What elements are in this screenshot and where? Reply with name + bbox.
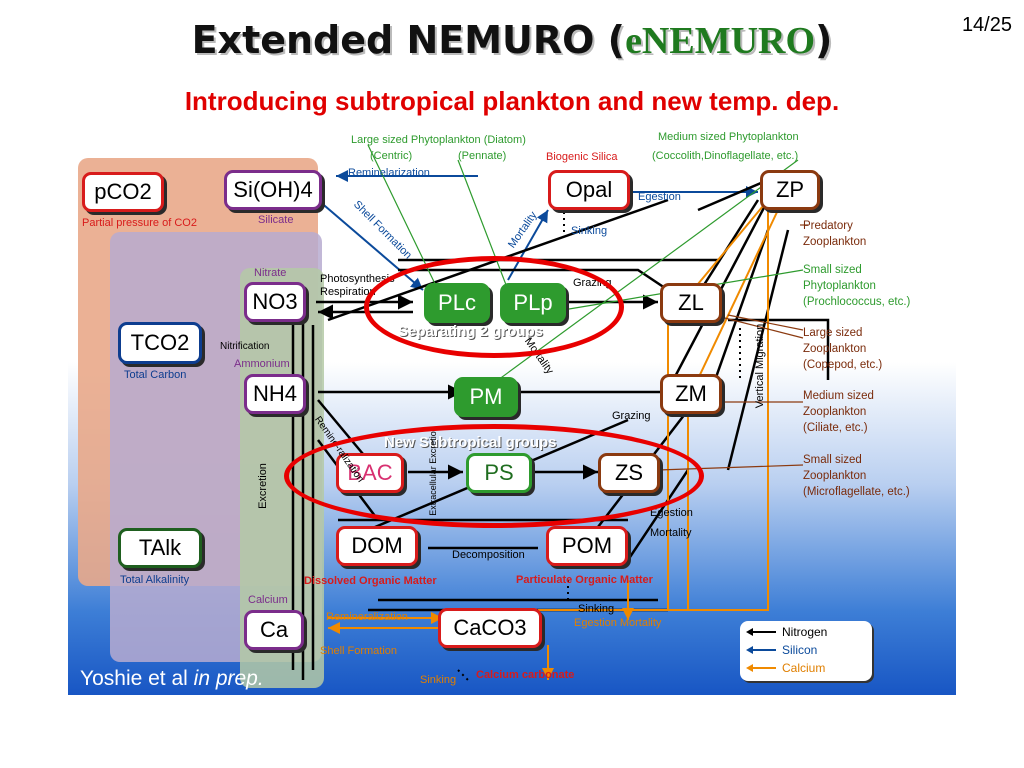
- label-pennate: (Pennate): [458, 150, 507, 162]
- credit-italic: in prep.: [193, 667, 264, 690]
- label-excretion: Excretion: [256, 463, 269, 509]
- highlight-ellipse-subtropical: [284, 424, 704, 528]
- desc-large-zoo-line-2: Zooplankton: [803, 343, 867, 355]
- desc-small-phyto-line-2: Phytoplankton: [803, 280, 876, 292]
- label-photosynthesis: Photosynthesis: [320, 273, 395, 285]
- node-nh4: NH4: [244, 374, 306, 414]
- node-no3: NO3: [244, 282, 306, 322]
- node-pom: POM: [546, 526, 628, 566]
- label-silicate: Silicate: [258, 214, 294, 226]
- label-sinking-pom: Sinking: [578, 603, 615, 615]
- label-biogenic-silica: Biogenic Silica: [546, 151, 618, 163]
- arrow-left-icon: [746, 646, 776, 654]
- arrow-left-icon: [746, 628, 776, 636]
- ecosystem-diagram: pCO2 Partial pressure of CO2 Si(OH)4 Sil…: [68, 131, 956, 695]
- title-prefix: Extended NEMURO (: [191, 18, 626, 62]
- label-egestion: Egestion: [638, 191, 681, 203]
- label-large-phyto: Large sized Phytoplankton (Diatom): [351, 134, 526, 146]
- node-ca: Ca: [244, 610, 304, 650]
- desc-medium-zoo: Medium sized Zooplankton (Ciliate, etc.): [803, 388, 874, 436]
- desc-small-zoo-line-3: (Microflagellate, etc.): [803, 486, 910, 498]
- label-egestion-zs: Egestion: [650, 507, 693, 519]
- node-zl: ZL: [660, 283, 722, 323]
- desc-small-phyto-line-3: (Prochlococcus, etc.): [803, 296, 911, 308]
- label-grazing-mid: Grazing: [612, 410, 651, 422]
- title-suffix: ): [815, 18, 833, 62]
- legend-item-calcium: Calcium: [746, 661, 825, 675]
- legend-label: Silicon: [782, 643, 818, 657]
- desc-predatory-line-2: Zooplankton: [803, 236, 867, 248]
- desc-small-zoo-line-1: Small sized: [803, 454, 862, 466]
- label-total-alkalinity: Total Alkalinity: [120, 574, 190, 586]
- label-partial-pressure: Partial pressure of CO2: [82, 217, 197, 229]
- credit: Yoshie et al in prep.: [80, 667, 264, 691]
- desc-predatory-line-1: Predatory: [803, 220, 853, 232]
- label-vertical-migration: Vertical Migration: [754, 323, 767, 409]
- label-respiration: Respiration: [320, 286, 376, 298]
- desc-medium-zoo-line-1: Medium sized: [803, 390, 874, 402]
- label-mortality-zs: Mortality: [650, 527, 692, 539]
- label-shell-formation-ca: Shell Formation: [320, 645, 398, 657]
- label-egestion-mortality: Egestion Mortality: [574, 617, 662, 629]
- slide-title: Extended NEMURO (eNEMURO): [0, 18, 1024, 63]
- desc-predatory: Predatory Zooplankton: [803, 218, 866, 250]
- node-opal: Opal: [548, 170, 630, 210]
- arrow-left-icon: [746, 664, 776, 672]
- label-total-carbon: Total Carbon: [124, 369, 187, 381]
- node-zp: ZP: [760, 170, 820, 210]
- legend-item-silicon: Silicon: [746, 643, 817, 657]
- desc-medium-zoo-line-2: Zooplankton: [803, 406, 867, 418]
- legend-label: Calcium: [782, 661, 826, 675]
- label-nitrification: Nitrification: [220, 341, 270, 352]
- page-number: 14/25: [961, 14, 1012, 36]
- legend: Nitrogen Silicon Calcium: [740, 621, 872, 681]
- label-medium-phyto-1: Medium sized Phytoplankton: [658, 131, 799, 143]
- label-sinking-caco3: Sinking: [420, 674, 457, 686]
- title-highlight: eNEMURO: [625, 20, 816, 62]
- label-sinking-opal: Sinking: [571, 225, 608, 237]
- node-pco2: pCO2: [82, 172, 164, 212]
- desc-small-zoo: Small sized Zooplankton (Microflagellate…: [803, 452, 910, 500]
- node-sioh4: Si(OH)4: [224, 170, 322, 210]
- slide-subtitle: Introducing subtropical plankton and new…: [184, 86, 840, 116]
- label-calcium-carbonate: Calcium carbonate: [476, 669, 575, 681]
- node-dom: DOM: [336, 526, 418, 566]
- desc-large-zoo: Large sized Zooplankton (Copepod, etc.): [803, 325, 882, 373]
- label-remineralization-top: Reminelarization: [348, 167, 430, 179]
- desc-small-zoo-line-2: Zooplankton: [803, 470, 867, 482]
- node-caco3: CaCO3: [438, 608, 542, 648]
- node-pm: PM: [454, 377, 518, 417]
- desc-large-zoo-line-1: Large sized: [803, 327, 863, 339]
- label-calcium: Calcium: [248, 594, 288, 606]
- credit-text: Yoshie et al: [80, 667, 194, 690]
- desc-medium-zoo-line-3: (Ciliate, etc.): [803, 422, 868, 434]
- node-talk: TAlk: [118, 528, 202, 568]
- legend-item-nitrogen: Nitrogen: [746, 625, 827, 639]
- label-medium-phyto-2: (Coccolith,Dinoflagellate, etc.): [652, 150, 799, 162]
- label-decomposition: Decomposition: [452, 549, 525, 561]
- label-ammonium: Ammonium: [234, 358, 290, 370]
- label-remineralization-ca: Remineralization: [326, 611, 408, 623]
- label-particulate-om: Particulate Organic Matter: [516, 574, 653, 586]
- node-tco2: TCO2: [118, 322, 202, 364]
- label-nitrate: Nitrate: [254, 267, 287, 279]
- desc-small-phyto-line-1: Small sized: [803, 264, 862, 276]
- label-dissolved-om: Dissolved Organic Matter: [304, 575, 437, 587]
- desc-small-phyto: Small sized Phytoplankton (Prochlococcus…: [803, 262, 910, 310]
- legend-label: Nitrogen: [782, 625, 828, 639]
- label-centric: (Centric): [370, 150, 413, 162]
- node-zm: ZM: [660, 374, 722, 414]
- desc-large-zoo-line-3: (Copepod, etc.): [803, 359, 883, 371]
- highlight-ellipse-separating: [364, 256, 624, 358]
